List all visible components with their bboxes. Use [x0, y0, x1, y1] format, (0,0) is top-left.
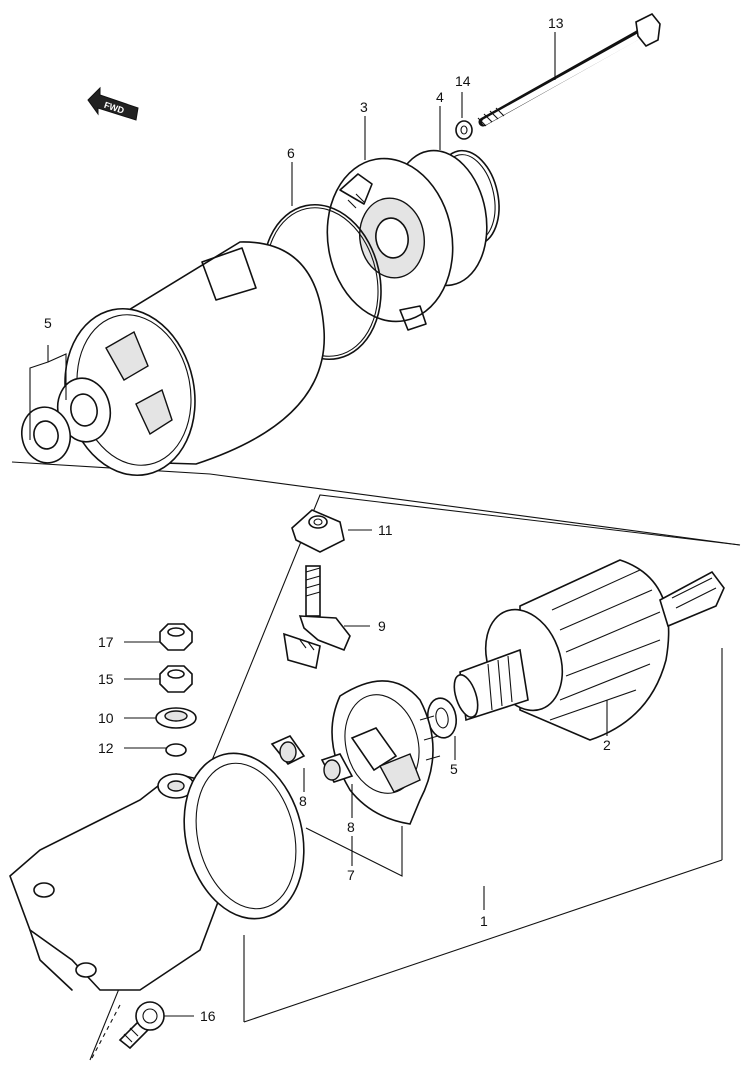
callout-8b: 8 — [347, 819, 355, 835]
callout-15: 15 — [98, 671, 114, 687]
armature-part-2 — [453, 559, 725, 741]
brush-plate-part-7 — [331, 680, 441, 825]
washer-part-14 — [455, 120, 473, 140]
callout-13: 13 — [548, 15, 564, 31]
washer-pair-part-5-top — [21, 345, 112, 464]
leader-lines — [124, 32, 608, 1017]
yoke-housing — [64, 241, 325, 477]
callout-labels: 13 14 3 4 6 5 11 9 17 15 10 12 2 5 8 8 7… — [44, 15, 611, 1024]
rear-cover-part-3 — [326, 149, 488, 331]
through-bolt-part-13 — [477, 12, 661, 127]
nut-part-17 — [159, 623, 193, 651]
callout-6: 6 — [287, 145, 295, 161]
washer-part-10 — [155, 707, 197, 729]
callout-9: 9 — [378, 618, 386, 634]
callout-2: 2 — [603, 737, 611, 753]
callout-12: 12 — [98, 740, 114, 756]
callout-4: 4 — [436, 89, 444, 105]
callout-3: 3 — [360, 99, 368, 115]
callout-11: 11 — [378, 522, 393, 538]
callout-5b: 5 — [450, 761, 458, 777]
callout-5a: 5 — [44, 315, 52, 331]
gasket-ring — [183, 752, 305, 920]
callout-14: 14 — [455, 73, 471, 89]
callout-8a: 8 — [299, 793, 307, 809]
nut-part-15 — [159, 665, 193, 693]
callout-17: 17 — [98, 634, 114, 650]
callout-10: 10 — [98, 710, 114, 726]
callout-7: 7 — [347, 867, 355, 883]
callout-1: 1 — [480, 913, 488, 929]
terminal-insulator-part-11 — [291, 509, 345, 553]
terminal-bolt-part-9 — [283, 565, 351, 670]
o-ring-part-12 — [165, 743, 187, 757]
fwd-arrow-icon: FWD — [87, 86, 139, 121]
bolt-part-16 — [118, 1001, 165, 1050]
brush-part-8-left — [270, 735, 306, 766]
callout-16: 16 — [200, 1008, 216, 1024]
brush-part-8-right — [320, 753, 354, 783]
front-bracket-housing — [9, 773, 231, 991]
